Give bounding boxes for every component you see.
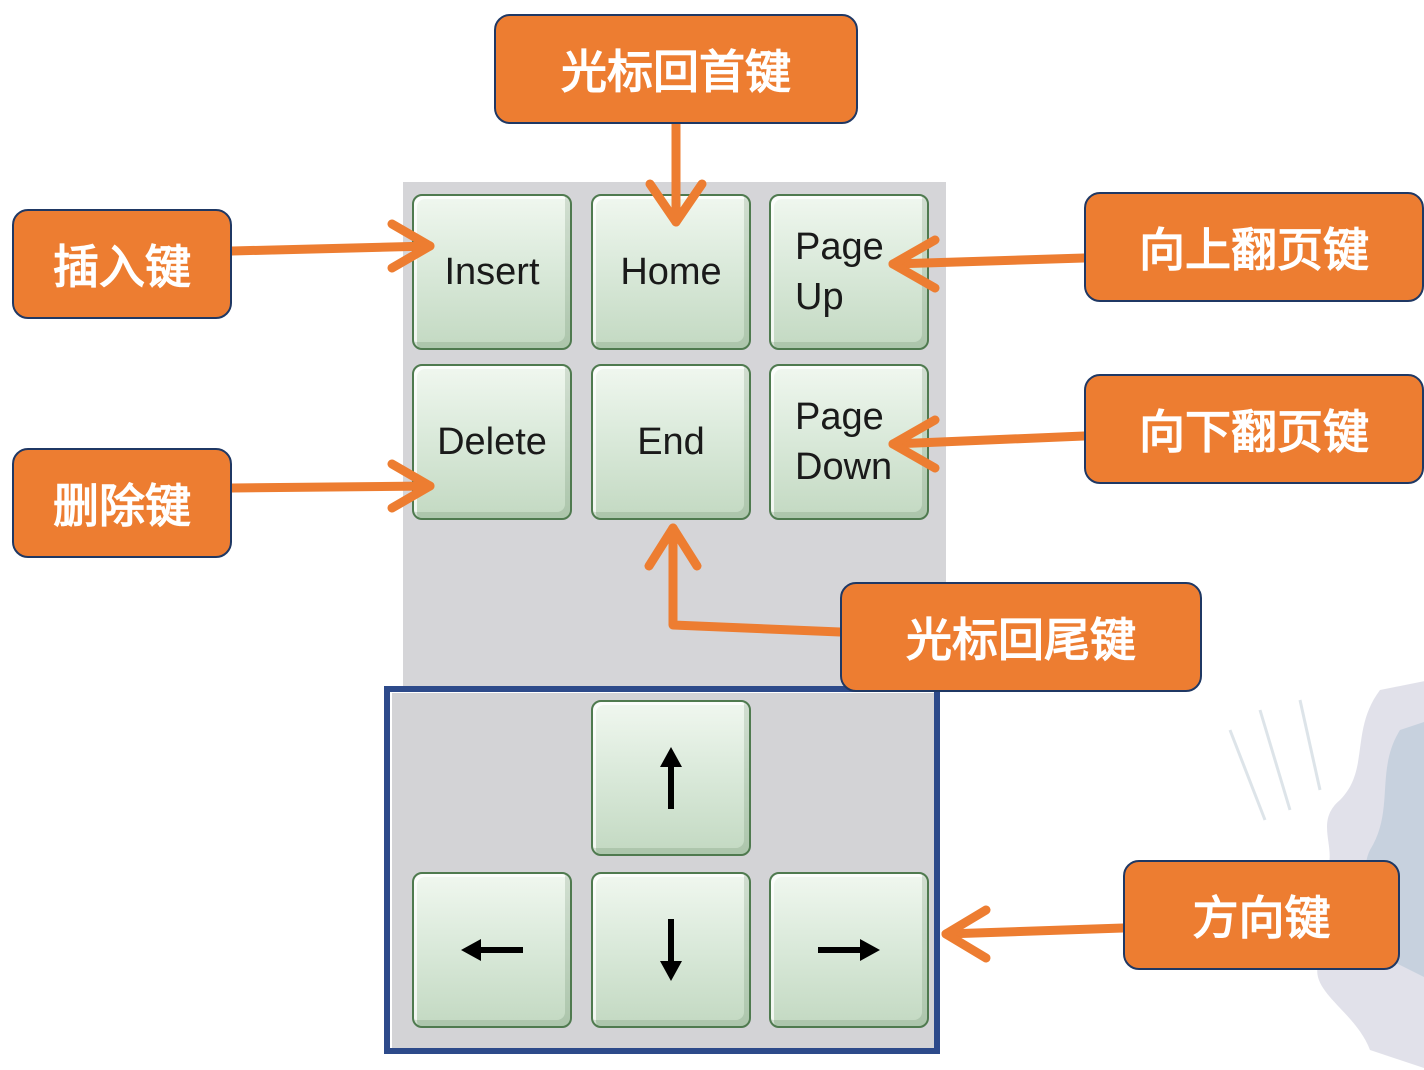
arrow-down-key[interactable]	[591, 872, 751, 1028]
home-callout: 光标回首键	[494, 14, 858, 124]
delete-key-label: Delete	[437, 420, 547, 463]
end-connector	[668, 523, 845, 637]
arrow-down-icon	[593, 874, 749, 1026]
end-callout: 光标回尾键	[840, 582, 1202, 692]
page-up-callout: 向上翻页键	[1084, 192, 1424, 302]
page-up-connector	[888, 253, 1089, 269]
arrow-left-icon	[414, 874, 570, 1026]
arrow-right-icon	[771, 874, 927, 1026]
page-down-key-label-line1: Page	[795, 396, 884, 438]
page-up-key-label-line1: Page	[795, 226, 884, 268]
arrow-keys-frame	[384, 686, 940, 1054]
arrows-connector	[941, 923, 1128, 939]
delete-key[interactable]: Delete	[412, 364, 572, 520]
arrows-callout: 方向键	[1123, 860, 1400, 970]
page-down-key-label-line2: Down	[795, 446, 893, 488]
home-key-label: Home	[620, 250, 722, 293]
page-down-connector	[888, 431, 1089, 449]
end-key-label: End	[637, 420, 705, 463]
arrow-right-key[interactable]	[769, 872, 929, 1028]
insert-callout: 插入键	[12, 209, 232, 319]
insert-key-label: Insert	[444, 250, 540, 293]
arrow-up-icon	[593, 702, 749, 854]
arrow-left-key[interactable]	[412, 872, 572, 1028]
arrow-up-key[interactable]	[591, 700, 751, 856]
end-key[interactable]: End	[591, 364, 751, 520]
delete-connector	[227, 481, 435, 493]
page-up-key-label-line2: Up	[795, 276, 844, 318]
page-down-callout: 向下翻页键	[1084, 374, 1424, 484]
insert-connector	[227, 241, 435, 256]
delete-callout: 删除键	[12, 448, 232, 558]
insert-key[interactable]: Insert	[412, 194, 572, 350]
